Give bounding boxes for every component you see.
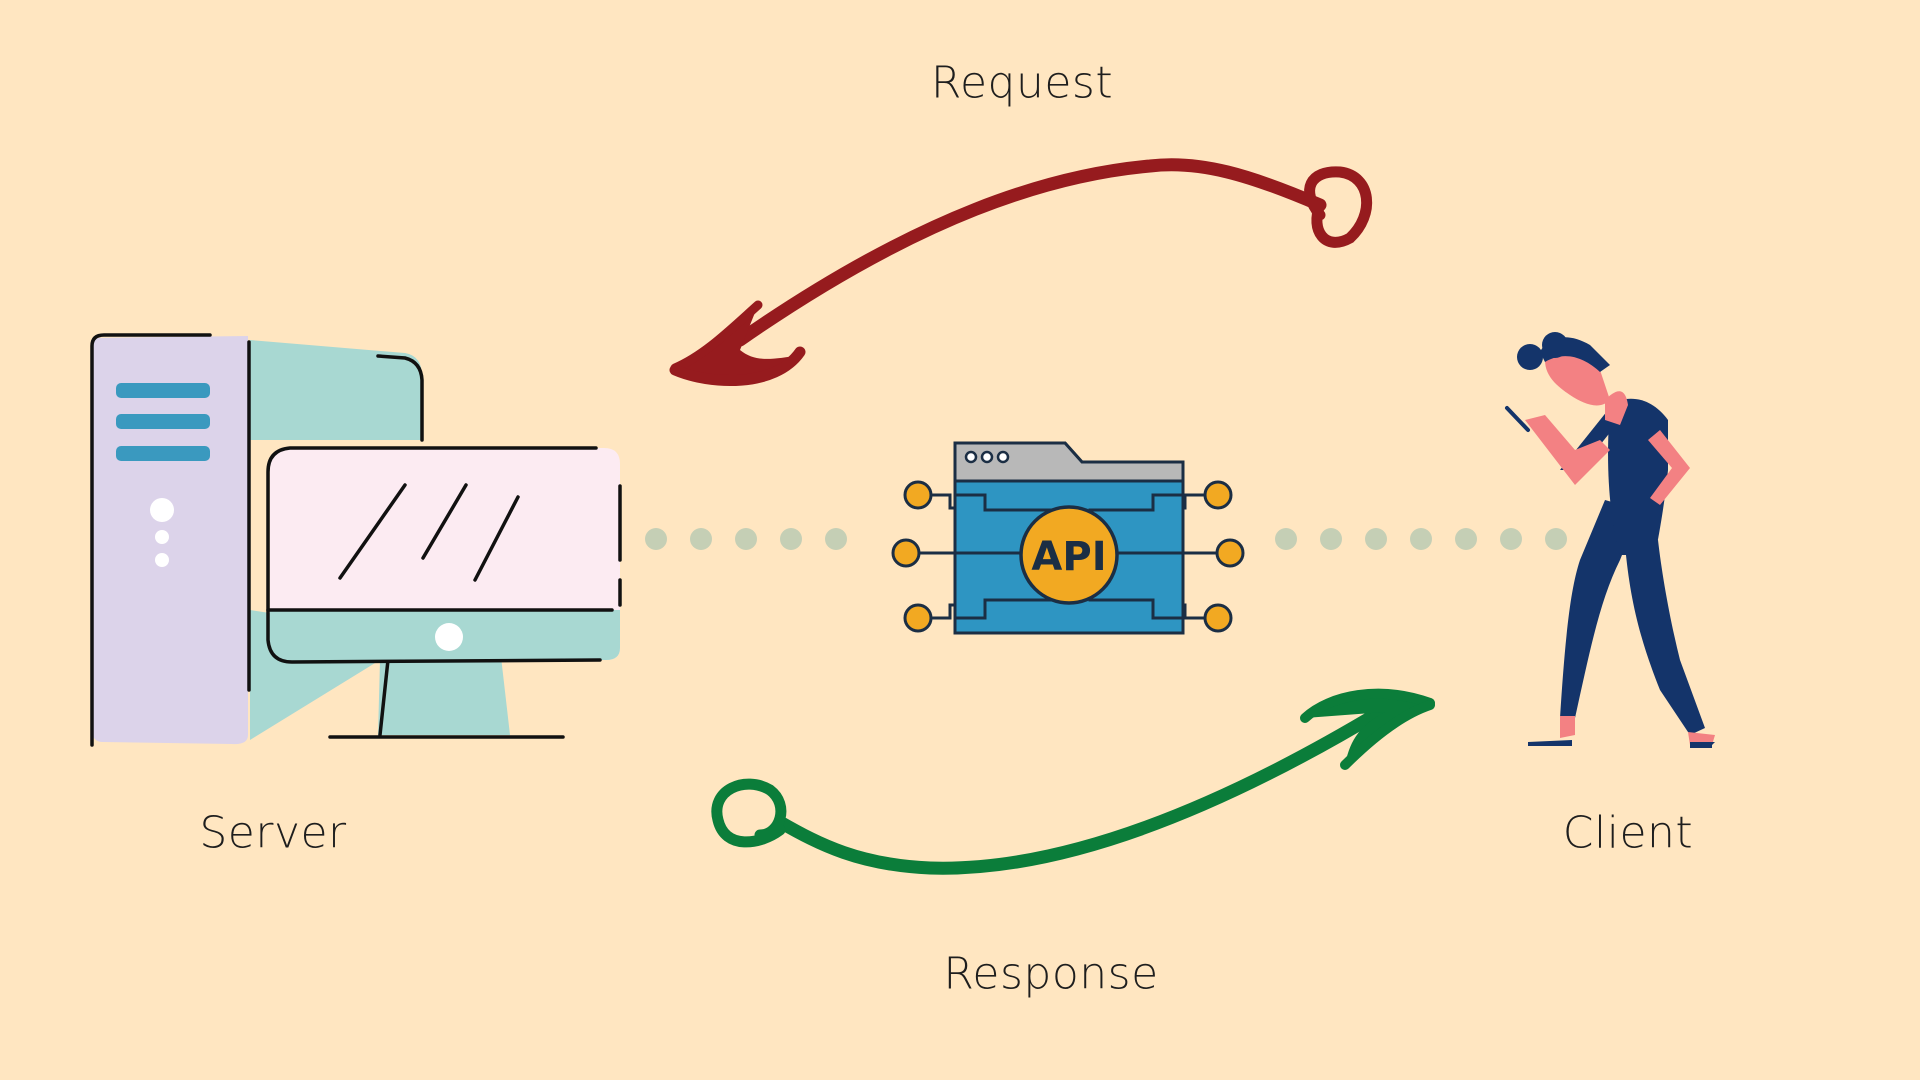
connection-dot: [825, 528, 847, 550]
connection-dot: [735, 528, 757, 550]
connection-dot: [1320, 528, 1342, 550]
client-label: Client: [1562, 807, 1694, 859]
connection-dotted-line: [645, 528, 1567, 550]
connection-dot: [1545, 528, 1567, 550]
connection-dot: [1455, 528, 1477, 550]
connection-dot: [1500, 528, 1522, 550]
server-computer-icon: [90, 333, 622, 747]
connection-dot: [645, 528, 667, 550]
connection-dot: [780, 528, 802, 550]
connection-dot: [1275, 528, 1297, 550]
response-label: Response: [943, 948, 1159, 1000]
api-folder-icon: API: [891, 441, 1245, 635]
server-label: Server: [199, 807, 347, 859]
request-arrow: [669, 158, 1373, 386]
connection-dot: [1365, 528, 1387, 550]
person-with-phone-icon: [1505, 332, 1715, 748]
connection-dot: [690, 528, 712, 550]
request-label: Request: [930, 57, 1114, 109]
response-arrow: [711, 688, 1435, 875]
connection-dot: [1410, 528, 1432, 550]
api-label: API: [1031, 534, 1106, 580]
